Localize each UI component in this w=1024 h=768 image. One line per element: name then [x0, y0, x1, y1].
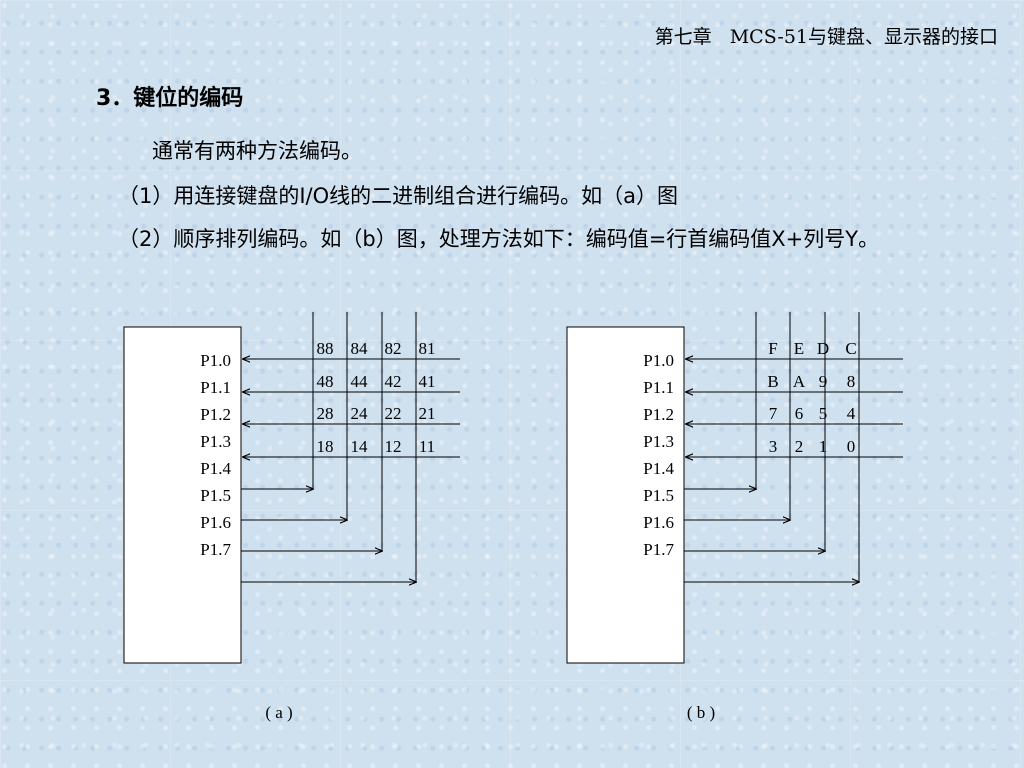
method-1-paragraph: （1）用连接键盘的I/O线的二进制组合进行编码。如（a）图: [118, 184, 679, 208]
diagram-a-key-code: 28: [317, 404, 334, 423]
diagram-a-key-code: 81: [419, 339, 436, 358]
diagram-a-port-label: P1.1: [200, 378, 231, 397]
diagram-a-key-code: 12: [385, 437, 402, 456]
diagram-b-key-code: 1: [819, 437, 828, 456]
diagram-b-port-label: P1.6: [643, 513, 674, 532]
diagram-a-key-code: 41: [419, 372, 436, 391]
diagram-a-port-label: P1.3: [200, 432, 231, 451]
diagram-b-key-code: 5: [819, 404, 828, 423]
diagram-b-key-code: 9: [819, 372, 828, 391]
diagram-a-port-label: P1.6: [200, 513, 231, 532]
diagram-a-port-label: P1.0: [200, 351, 231, 370]
diagram-a-port-label: P1.7: [200, 540, 231, 559]
diagram-b-key-code: 6: [795, 404, 804, 423]
caption-b: ( b ): [687, 703, 715, 722]
diagram-a-key-code: 18: [317, 437, 334, 456]
diagram-a-key-code: 21: [419, 404, 436, 423]
diagram-a-port-label: P1.5: [200, 486, 231, 505]
diagram-b-port-label: P1.3: [643, 432, 674, 451]
diagram-b-port-label: P1.5: [643, 486, 674, 505]
diagram-b-port-label: P1.4: [643, 459, 674, 478]
diagram-b-key-code: 8: [847, 372, 856, 391]
diagram-a-key-code: 48: [317, 372, 334, 391]
diagram-b-key-code: 2: [795, 437, 804, 456]
diagram-a-key-code: 88: [317, 339, 334, 358]
diagram-b-key-code: D: [817, 339, 829, 358]
diagram-b-key-code: A: [793, 372, 806, 391]
diagram-a-key-code: 14: [351, 437, 369, 456]
diagram-b-key-code: F: [768, 339, 777, 358]
diagram-a-port-label: P1.2: [200, 405, 231, 424]
diagram-a-chip-box: [123, 326, 242, 664]
method-2-paragraph: （2）顺序排列编码。如（b）图，处理方法如下：编码值=行首编码值X+列号Y。: [118, 227, 880, 251]
diagram-a-key-code: 84: [351, 339, 369, 358]
diagram-a-key-code: 82: [385, 339, 402, 358]
chapter-header: 第七章 MCS-51与键盘、显示器的接口: [654, 26, 998, 48]
diagram-b-key-code: E: [794, 339, 804, 358]
diagram-b-key-code: 3: [769, 437, 778, 456]
intro-paragraph: 通常有两种方法编码。: [152, 139, 362, 163]
diagram-a-port-label: P1.4: [200, 459, 231, 478]
diagram-b-port-label: P1.2: [643, 405, 674, 424]
diagram-a-key-code: 22: [385, 404, 402, 423]
diagram-b-port-label: P1.7: [643, 540, 674, 559]
caption-a: ( a ): [265, 703, 292, 722]
section-heading: 3．键位的编码: [96, 86, 244, 111]
diagram-b-port-label: P1.0: [643, 351, 674, 370]
diagram-b-port-label: P1.1: [643, 378, 674, 397]
diagram-b-key-code: 0: [847, 437, 856, 456]
diagram-a-key-code: 42: [385, 372, 402, 391]
diagram-a: P1.0P1.1P1.2P1.3P1.4P1.5P1.6P1.7 88 84 82 81…: [123, 312, 460, 664]
diagram-b-chip-box: [566, 326, 685, 664]
diagram-a-key-code: 44: [351, 372, 369, 391]
diagram-a-key-code: 24: [351, 404, 369, 423]
diagram-b-key-code: B: [767, 372, 778, 391]
diagram-b-key-code: C: [845, 339, 856, 358]
diagram-b-key-code: 7: [769, 404, 778, 423]
diagram-b-key-code: 4: [847, 404, 856, 423]
diagram-a-key-code: 11: [419, 437, 435, 456]
